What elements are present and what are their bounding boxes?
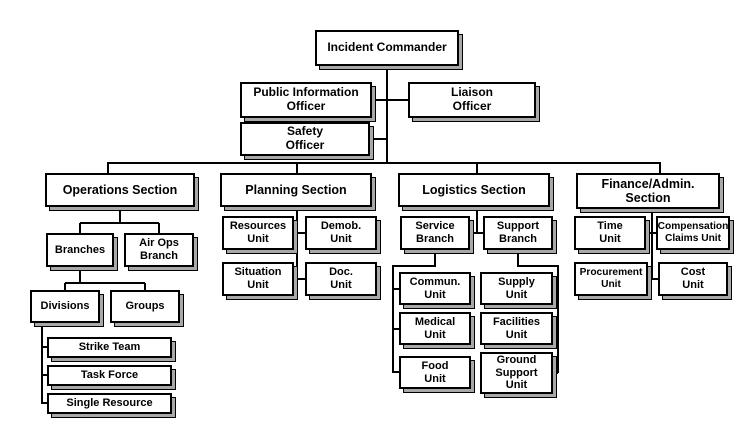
node-branches: Branches <box>46 233 114 267</box>
node-doc-unit: Doc. Unit <box>305 262 377 296</box>
node-safety-officer: Safety Officer <box>240 122 370 156</box>
node-demob-unit: Demob. Unit <box>305 216 377 250</box>
node-planning-section: Planning Section <box>220 173 372 207</box>
node-compensation-claims-unit: Compensation Claims Unit <box>656 216 730 250</box>
node-groups: Groups <box>110 290 180 323</box>
node-commun-unit: Commun. Unit <box>399 272 471 305</box>
node-public-information-officer: Public Information Officer <box>240 82 372 118</box>
node-task-force: Task Force <box>47 365 172 386</box>
node-situation-unit: Situation Unit <box>222 262 294 296</box>
node-air-ops-branch: Air Ops Branch <box>124 233 194 267</box>
node-strike-team: Strike Team <box>47 337 172 358</box>
node-liaison-officer: Liaison Officer <box>408 82 536 118</box>
node-incident-commander: Incident Commander <box>315 30 459 66</box>
node-ground-support-unit: Ground Support Unit <box>480 352 553 394</box>
node-resources-unit: Resources Unit <box>222 216 294 250</box>
node-cost-unit: Cost Unit <box>658 262 728 296</box>
node-procurement-unit: Procurement Unit <box>574 262 648 296</box>
node-facilities-unit: Facilities Unit <box>480 312 553 345</box>
node-time-unit: Time Unit <box>574 216 646 250</box>
node-medical-unit: Medical Unit <box>399 312 471 345</box>
node-logistics-section: Logistics Section <box>398 173 550 207</box>
node-support-branch: Support Branch <box>483 216 553 250</box>
node-operations-section: Operations Section <box>45 173 195 207</box>
node-service-branch: Service Branch <box>400 216 470 250</box>
node-single-resource: Single Resource <box>47 393 172 414</box>
node-divisions: Divisions <box>30 290 100 323</box>
node-finance-admin-section: Finance/Admin. Section <box>576 173 720 209</box>
node-supply-unit: Supply Unit <box>480 272 553 305</box>
node-food-unit: Food Unit <box>399 356 471 389</box>
